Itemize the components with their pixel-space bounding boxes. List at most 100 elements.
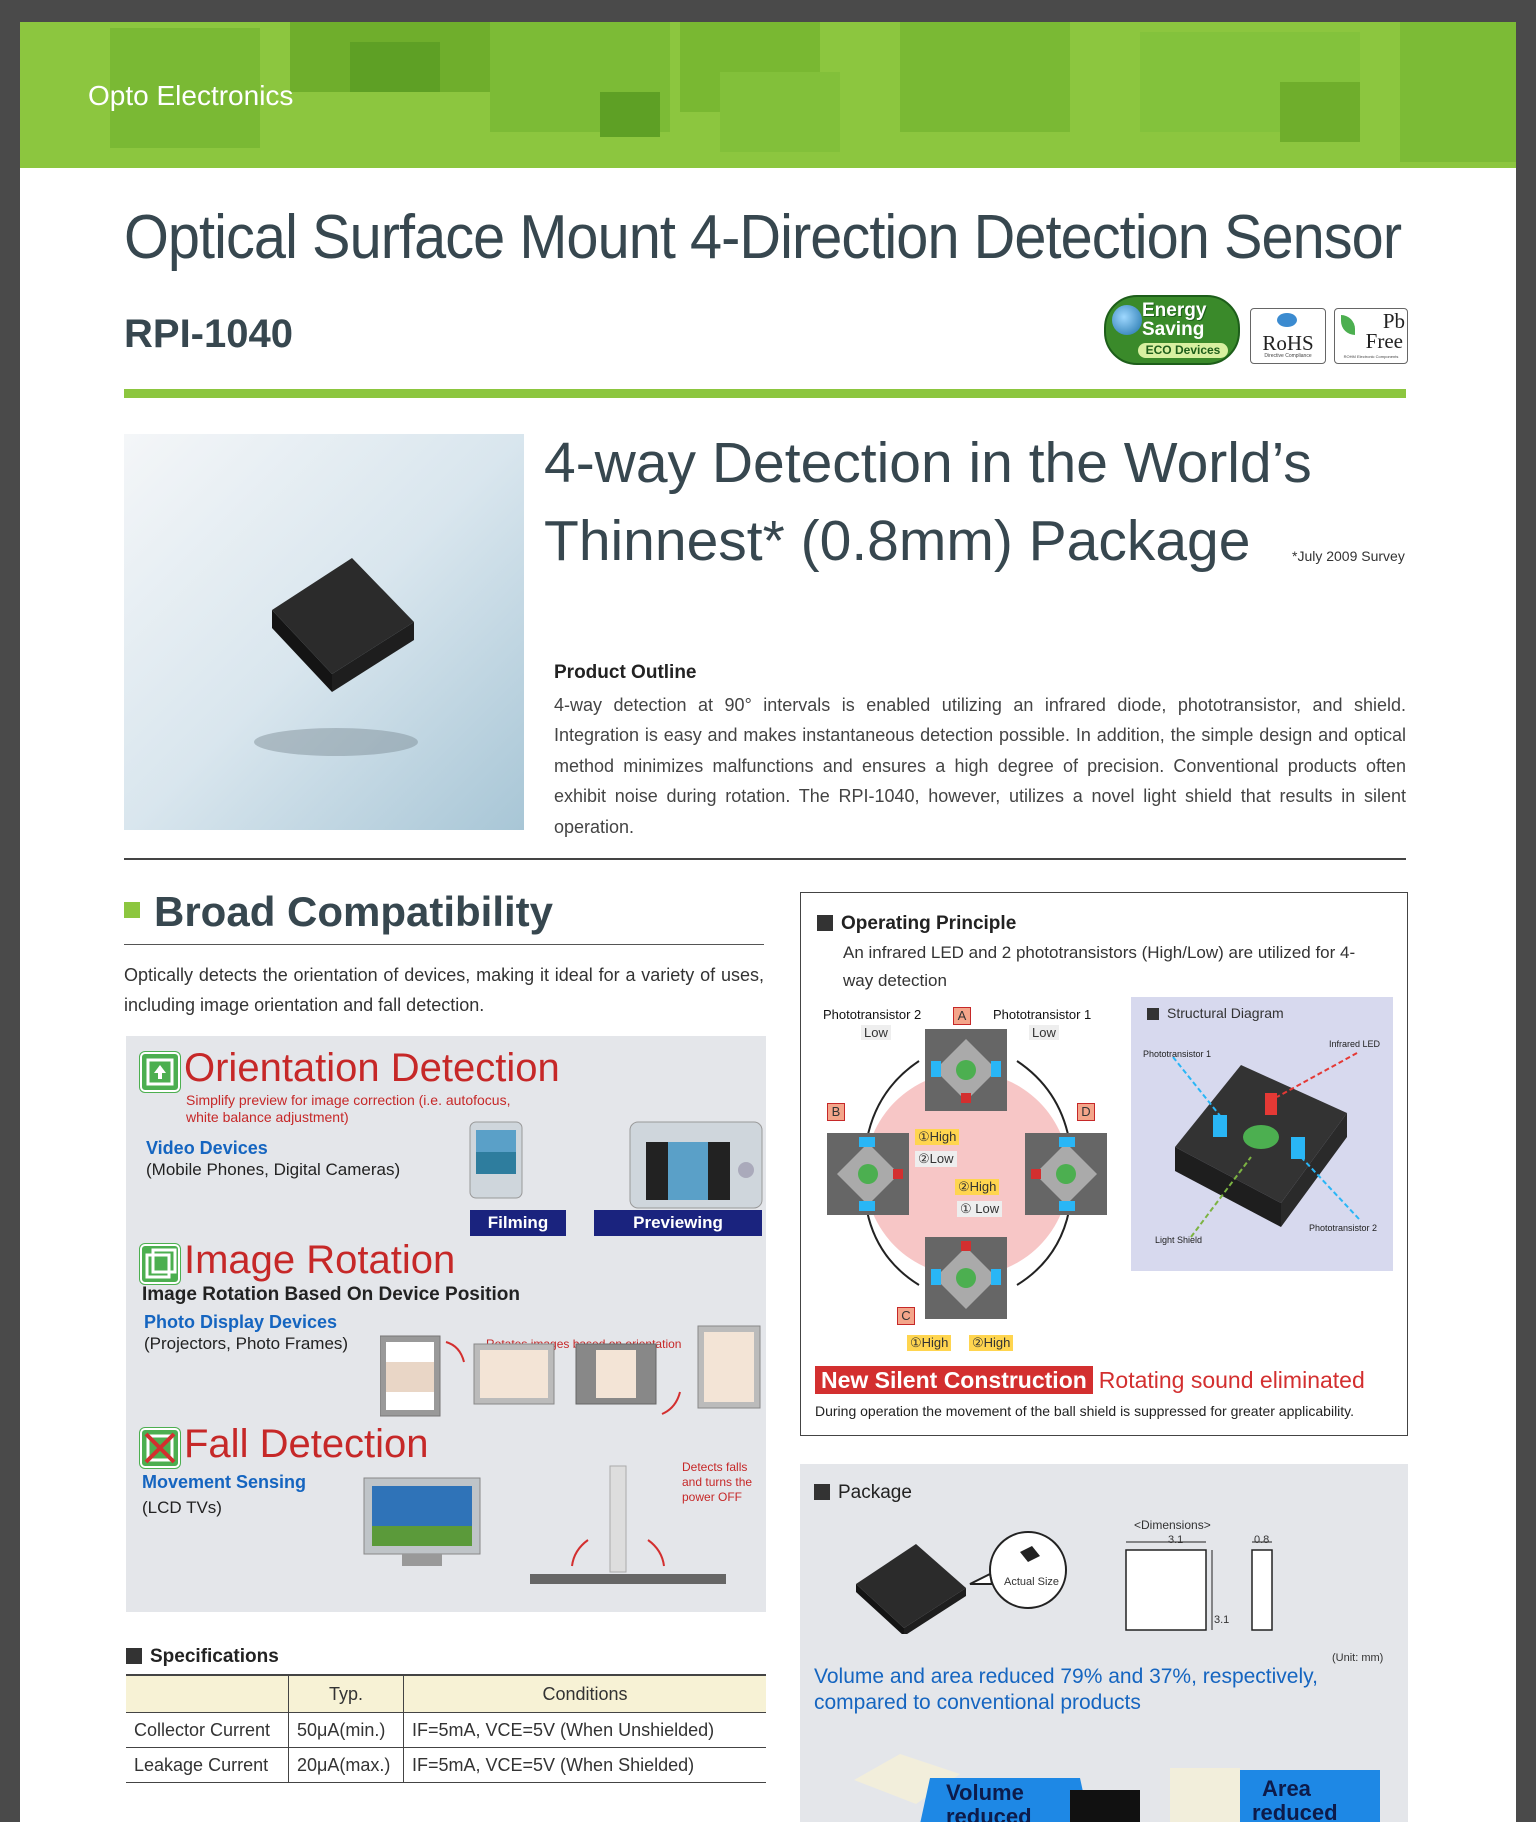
pb-label: Pb: [1382, 309, 1405, 333]
eco-line1: Energy: [1142, 300, 1207, 321]
image-rotation-icon: [140, 1244, 180, 1284]
page-title: Optical Surface Mount 4-Direction Detect…: [124, 203, 1402, 272]
lcd-tv-illustration: [363, 1477, 481, 1566]
column-header: Typ.: [288, 1674, 404, 1713]
applications-panel: Orientation Detection Simplify preview f…: [126, 1036, 766, 1612]
pb-free-badge: Pb Free ROHM Electronic Components: [1334, 308, 1408, 364]
photo-display-devices-examples: (Projectors, Photo Frames): [144, 1334, 349, 1353]
position-b-label: B: [827, 1103, 845, 1121]
product-outline-text: 4-way detection at 90° intervals is enab…: [554, 695, 1406, 837]
sensor-c: [925, 1237, 1007, 1319]
position-d-label: D: [1077, 1103, 1095, 1121]
movement-sensing-label: Movement Sensing: [142, 1472, 307, 1492]
high-1-label: ①High: [915, 1129, 960, 1145]
fall-note: Detects falls and turns the power OFF: [682, 1460, 753, 1504]
high-2-label: ②High: [955, 1179, 1000, 1195]
banner-square: [1280, 82, 1360, 142]
low-2-label: ②Low: [915, 1151, 957, 1167]
table-cell: Leakage Current: [126, 1747, 289, 1783]
image-rotation-heading: Image Rotation: [184, 1238, 456, 1282]
filming-label: Filming: [470, 1210, 566, 1236]
headline-line2: Thinnest* (0.8mm) Package: [544, 509, 1251, 573]
operating-principle-box: Operating Principle An infrared LED and …: [800, 892, 1408, 1436]
struct-phototransistor-2-label: Phototransistor 2: [1309, 1223, 1378, 1233]
orientation-note: Simplify preview for image correction (i…: [186, 1092, 511, 1125]
sensor-chip-illustration: [254, 558, 418, 756]
phototransistor-1-label: Phototransistor 1: [993, 1007, 1092, 1022]
fall-detection-heading: Fall Detection: [184, 1422, 429, 1466]
low-1-label: ① Low: [957, 1201, 1003, 1217]
globe-icon: [1277, 313, 1297, 327]
dimension-width: 3.1: [1168, 1534, 1184, 1546]
dimension-thickness: 0.8: [1254, 1534, 1270, 1546]
table-row: Collector Current 50μA(min.) IF=5mA, VCE…: [126, 1712, 766, 1748]
silent-construction-text: Rotating sound eliminated: [1098, 1367, 1365, 1393]
phototransistor-2-label: Phototransistor 2: [823, 1007, 922, 1022]
low-label: Low: [861, 1025, 891, 1040]
banner-square: [720, 72, 840, 152]
fall-detection-icon: [140, 1428, 180, 1468]
volume-label: Volume: [946, 1780, 1024, 1805]
table-cell: IF=5mA, VCE=5V (When Unshielded): [403, 1712, 766, 1748]
structural-diagram: Structural Diagram Phototransistor 1 Inf…: [1131, 997, 1393, 1271]
banner-square: [1400, 22, 1516, 162]
banner-square: [600, 92, 660, 137]
table-cell: 50μA(min.): [288, 1712, 404, 1748]
headline-line1: 4-way Detection in the World’s: [544, 431, 1312, 495]
table-header-row: Typ. Conditions: [126, 1674, 766, 1713]
video-devices-examples: (Mobile Phones, Digital Cameras): [146, 1160, 401, 1179]
broad-compatibility-heading: Broad Compatibility: [154, 888, 554, 935]
heading-underline: [124, 944, 764, 945]
volume-reduced-label: reduced: [946, 1804, 1032, 1822]
structural-diagram-illustration: [1172, 1052, 1360, 1238]
operating-principle-heading-text: Operating Principle: [841, 913, 1017, 934]
section-divider: [124, 858, 1406, 860]
structural-diagram-heading-text: Structural Diagram: [1167, 1005, 1284, 1021]
low-label: Low: [1029, 1025, 1059, 1040]
banner-square: [900, 22, 1070, 132]
rohs-sublabel: Directive Compliance: [1264, 353, 1312, 359]
rohs-label: RoHS: [1262, 331, 1314, 355]
square-bullet-icon: [817, 915, 833, 931]
sensor-a: [925, 1029, 1007, 1111]
orientation-icon: [140, 1052, 180, 1092]
falling-tv-illustration: [530, 1465, 726, 1584]
column-header: Conditions: [403, 1674, 766, 1713]
struct-infrared-led-label: Infrared LED: [1329, 1039, 1381, 1049]
header-banner: Opto Electronics: [20, 22, 1516, 168]
operating-principle-text: An infrared LED and 2 phototransistors (…: [843, 943, 1356, 990]
table-row: Leakage Current 20μA(max.) IF=5mA, VCE=5…: [126, 1747, 766, 1783]
broad-compatibility-text: Optically detects the orientation of dev…: [124, 965, 764, 1015]
eco-line2: Saving: [1142, 319, 1205, 340]
rohs-badge: RoHS Directive Compliance: [1250, 308, 1326, 364]
pb-sublabel: ROHM Electronic Components: [1343, 354, 1399, 359]
specifications-table: Typ. Conditions Collector Current 50μA(m…: [126, 1674, 766, 1783]
banner-square: [110, 28, 260, 148]
orientation-heading: Orientation Detection: [184, 1046, 560, 1090]
photo-frames-illustration: [380, 1325, 761, 1417]
package-chip-illustration: [856, 1531, 1067, 1634]
actual-size-label: Actual Size: [1004, 1576, 1060, 1588]
unit-label: (Unit: mm): [1332, 1652, 1384, 1664]
dimension-drawing: [1125, 1541, 1273, 1631]
product-outline-heading: Product Outline: [554, 662, 697, 683]
area-label: Area: [1262, 1776, 1311, 1801]
position-a-label: A: [953, 1007, 971, 1025]
green-square-bullet: [124, 902, 140, 918]
banner-label: Opto Electronics: [88, 80, 294, 111]
bottom-high-1-label: ①High: [907, 1335, 952, 1351]
sensor-d: [1025, 1133, 1107, 1215]
package-heading-text: Package: [838, 1482, 912, 1503]
struct-phototransistor-1-label: Phototransistor 1: [1143, 1049, 1212, 1059]
image-rotation-subheading: Image Rotation Based On Device Position: [142, 1284, 520, 1305]
column-header: [126, 1674, 289, 1713]
model-number: RPI-1040: [124, 312, 293, 356]
banner-square: [350, 42, 440, 92]
video-devices-label: Video Devices: [146, 1138, 268, 1158]
structural-diagram-heading: Structural Diagram: [1147, 1005, 1284, 1021]
previewing-label: Previewing: [594, 1210, 762, 1236]
square-bullet-icon: [126, 1648, 142, 1664]
package-panel: Package Actual Size <Dimensions> 3.1 3.1…: [800, 1464, 1408, 1822]
silent-construction-label: New Silent Construction: [815, 1366, 1093, 1394]
